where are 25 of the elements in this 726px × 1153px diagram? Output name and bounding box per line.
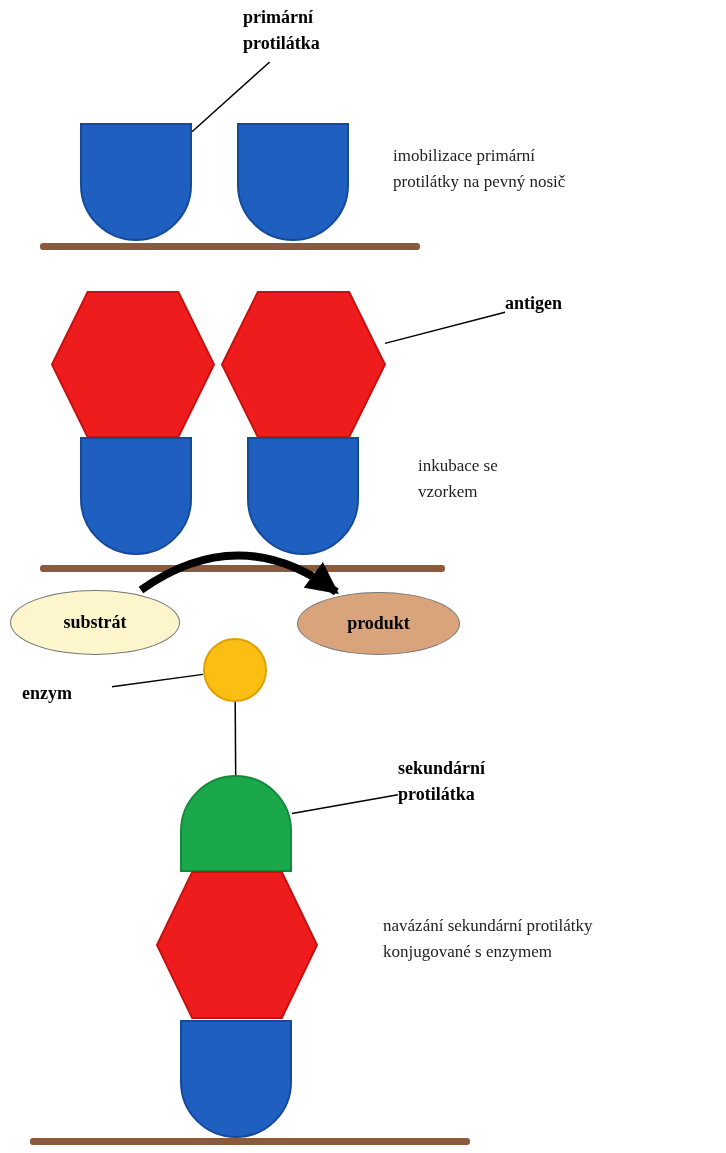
leader-line <box>234 701 237 776</box>
oval-node: substrát <box>10 590 180 655</box>
step-description: navázání sekundární protilátky konjugované s enzymem <box>383 915 594 963</box>
antigen-hexagon <box>52 292 214 437</box>
arrow <box>138 551 339 596</box>
antibody-symbol <box>180 1020 292 1138</box>
callout-label: primární protilátka <box>243 4 361 62</box>
leader-line <box>384 311 506 345</box>
antibody-symbol <box>247 437 359 555</box>
step-description: imobilizace primární protilátky na pevný nosič <box>393 145 567 193</box>
callout-label: enzym <box>22 680 112 706</box>
step-description: inkubace se vzorkem <box>418 455 499 503</box>
antibody-symbol <box>80 123 192 241</box>
antigen-hexagon <box>157 872 317 1018</box>
leader-line <box>291 793 399 815</box>
antigen-hexagon <box>222 292 385 437</box>
leader-line <box>191 61 271 133</box>
leader-line <box>111 673 204 688</box>
callout-label: antigen <box>505 290 577 316</box>
secondary-antibody-symbol <box>180 775 292 872</box>
oval-node: produkt <box>297 592 460 655</box>
enzyme-circle <box>203 638 267 702</box>
callout-label: sekundární protilátka <box>398 755 530 811</box>
antibody-symbol <box>237 123 349 241</box>
antibody-symbol <box>80 437 192 555</box>
